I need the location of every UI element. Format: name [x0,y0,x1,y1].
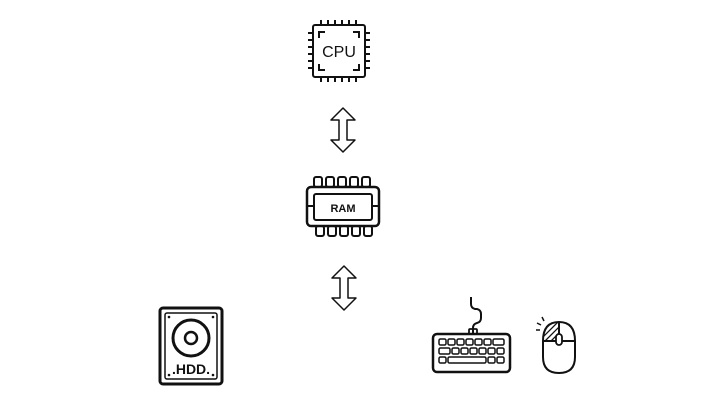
hdd-label: .HDD. [172,361,210,377]
mouse-icon [536,316,582,377]
hard-drive-icon: .HDD. [158,306,224,386]
cpu-label: CPU [322,44,356,61]
keyboard-icon [431,296,513,376]
ram-module-icon: RAM [305,176,381,238]
cpu-chip-icon: CPU [306,20,372,82]
ram-label: RAM [330,203,355,215]
double-arrow-icon [327,107,359,153]
double-arrow-icon [328,265,360,311]
